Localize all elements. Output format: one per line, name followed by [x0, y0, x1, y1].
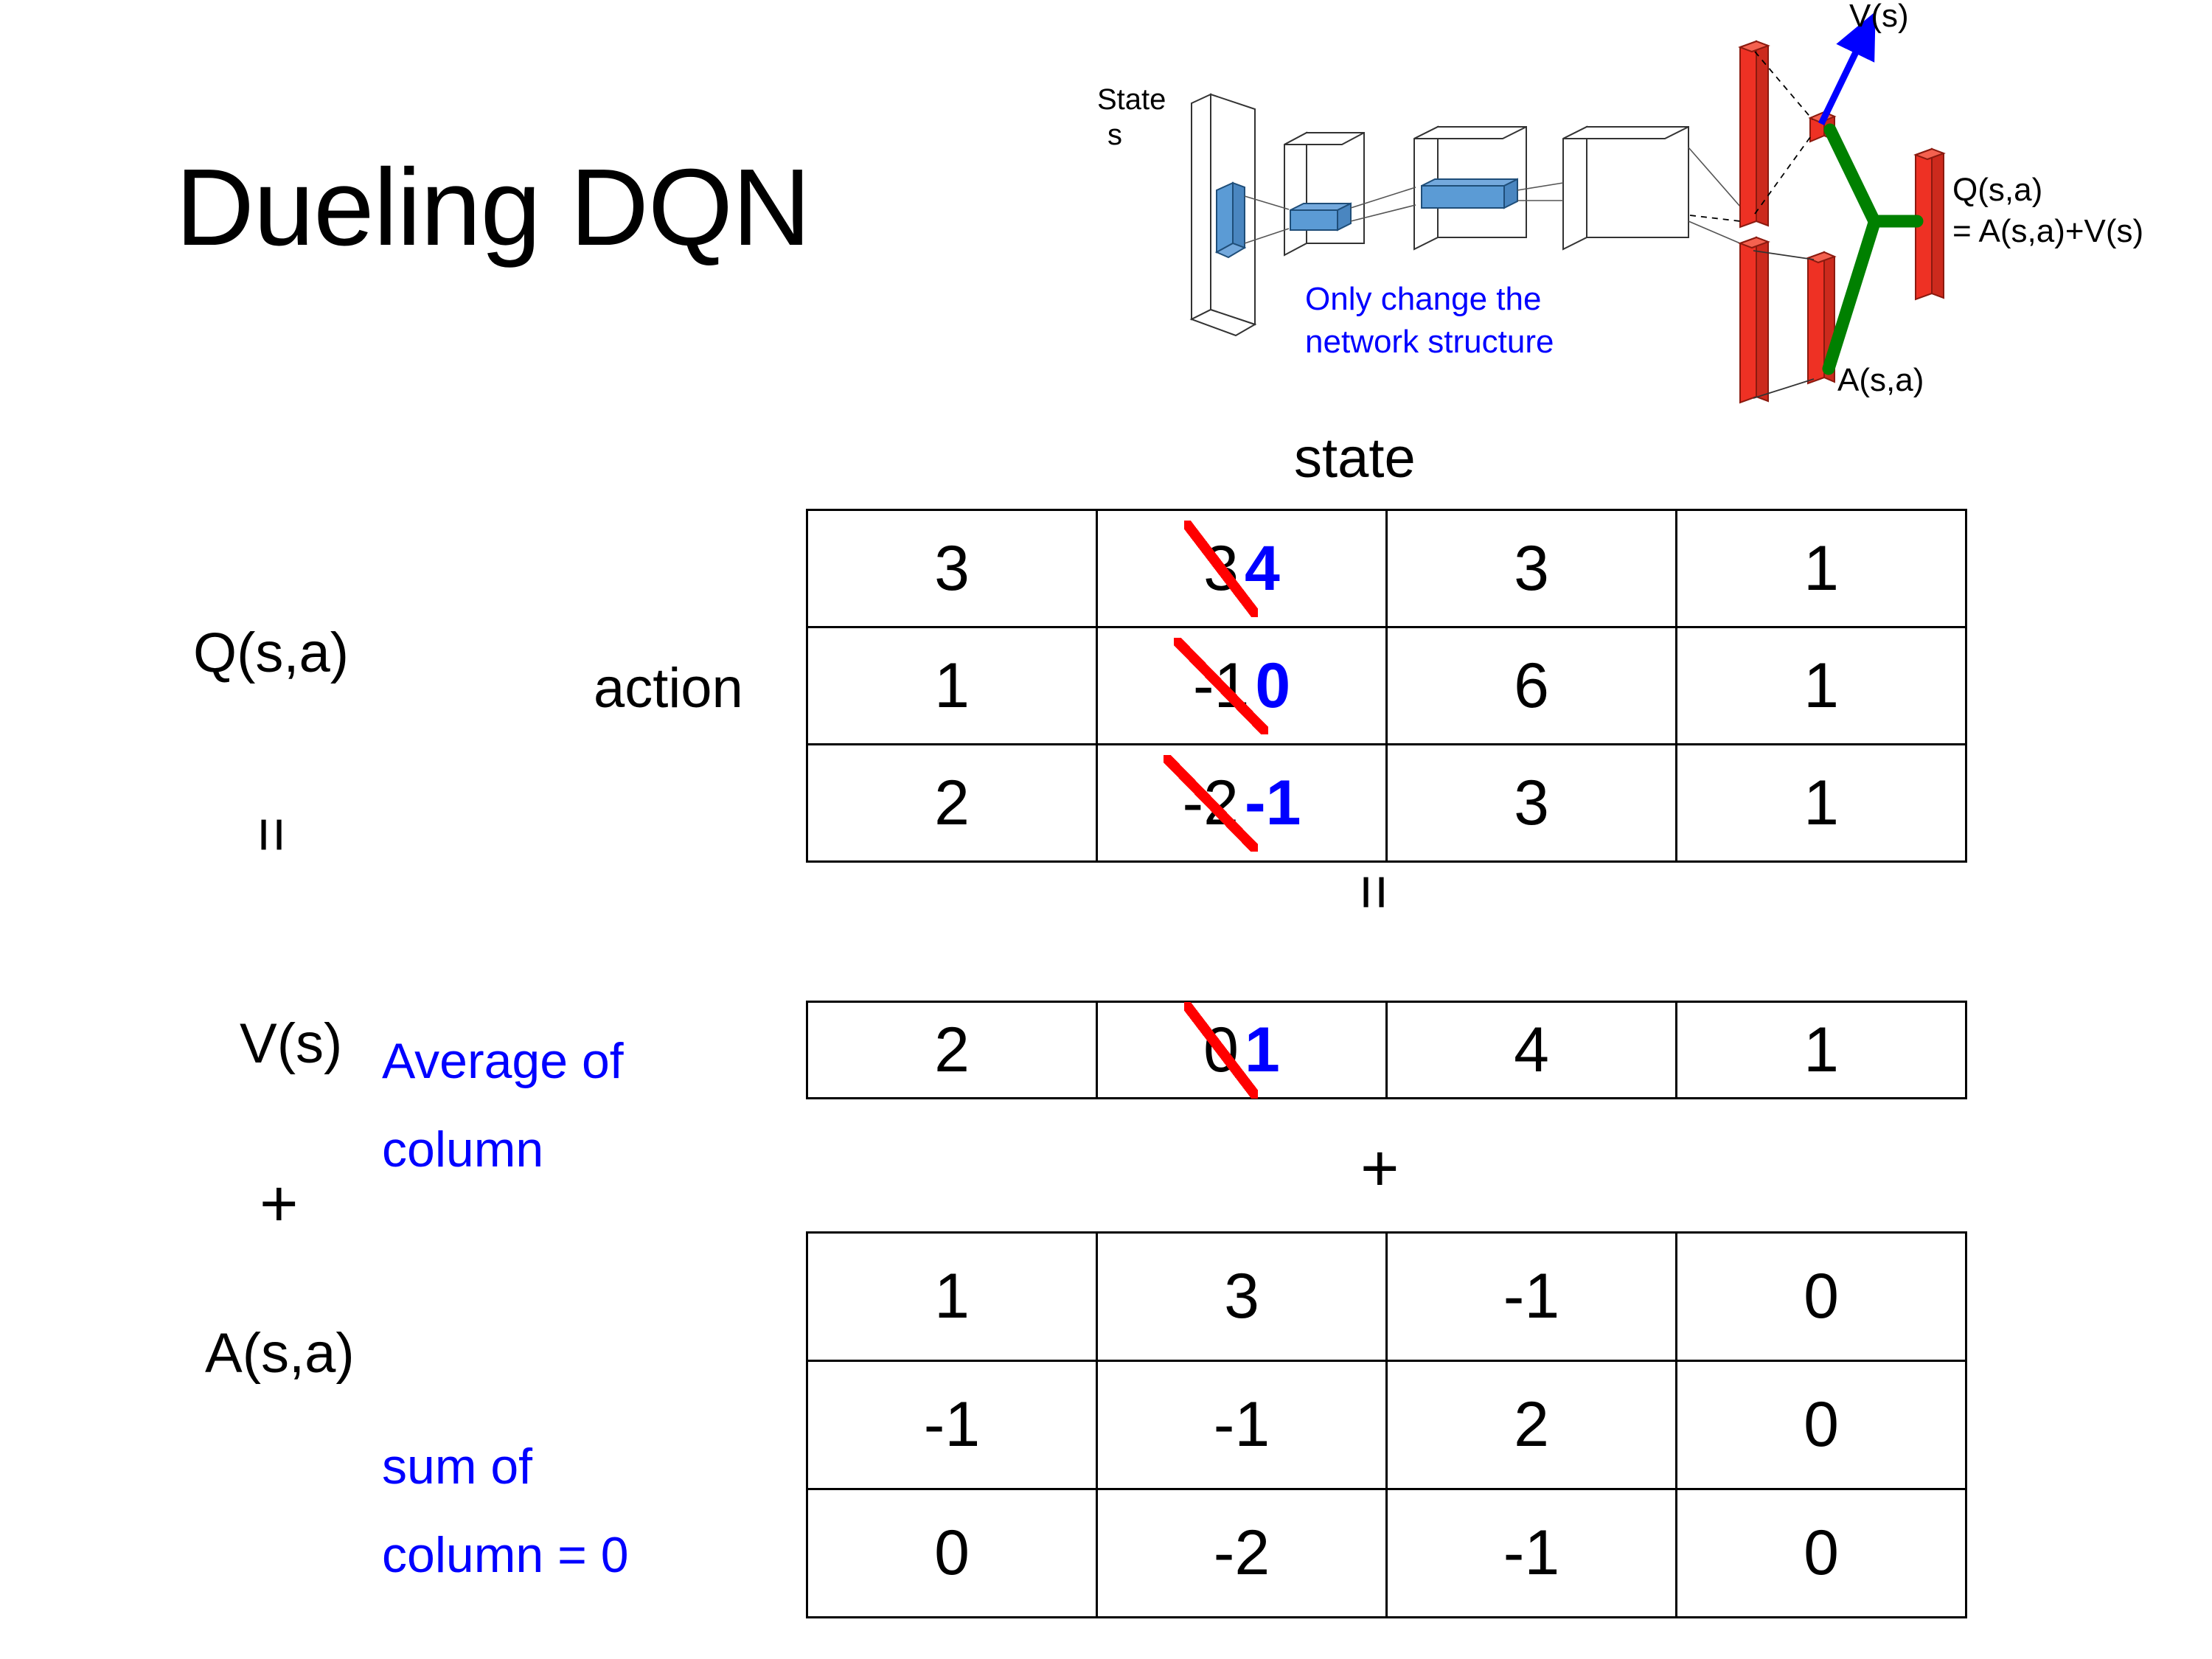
q-row-label: Q(s,a) [193, 622, 349, 684]
table-cell: 3 [1096, 1231, 1388, 1362]
table-cell: 3 [1385, 509, 1677, 628]
diagram-note-line2: network structure [1305, 324, 1554, 360]
state-label-line2: s [1107, 119, 1122, 151]
v-note-line2: column [382, 1121, 544, 1178]
table-cell: 2 [806, 1001, 1098, 1099]
table-cell: 1 [1675, 626, 1967, 745]
plus-sign-mid: + [1360, 1132, 1399, 1206]
table-cell-revised: -2-1 [1096, 743, 1388, 863]
table-cell: 1 [1675, 743, 1967, 863]
table-cell: 0 [806, 1488, 1098, 1618]
table-cell: 3 [806, 509, 1098, 628]
table-cell: 2 [806, 743, 1098, 863]
table-cell: -1 [1385, 1488, 1677, 1618]
equals-sign-left: = [237, 816, 307, 853]
v-row-label: V(s) [240, 1012, 343, 1075]
action-axis-label: action [594, 657, 743, 720]
table-cell: 0 [1675, 1488, 1967, 1618]
table-cell: 1 [1675, 509, 1967, 628]
state-axis-label: state [1294, 427, 1416, 490]
plus-sign-left: + [260, 1167, 299, 1241]
table-cell: 1 [806, 1231, 1098, 1362]
v-output-label: V(s) [1849, 0, 1909, 34]
table-cell: -1 [806, 1360, 1098, 1490]
state-label-line1: State [1097, 83, 1166, 116]
struck-old-value: -2 [1163, 754, 1259, 852]
struck-old-value: -1 [1173, 637, 1269, 734]
table-cell: -1 [1096, 1360, 1388, 1490]
struck-old-value: 3 [1184, 520, 1258, 617]
a-note-line2: column = 0 [382, 1527, 629, 1583]
table-cell: 0 [1675, 1231, 1967, 1362]
a-output-label: A(s,a) [1837, 362, 1924, 398]
a-row-label: A(s,a) [205, 1322, 355, 1385]
q-output-label-line2: = A(s,a)+V(s) [1952, 213, 2143, 249]
table-cell: 0 [1675, 1360, 1967, 1490]
v-note-line1: Average of [382, 1033, 624, 1089]
table-cell: 2 [1385, 1360, 1677, 1490]
diagram-note-line1: Only change the [1305, 281, 1541, 317]
table-cell: 6 [1385, 626, 1677, 745]
struck-old-value: 0 [1184, 1001, 1258, 1099]
table-cell: 1 [1675, 1001, 1967, 1099]
dueling-dqn-network-diagram: State s V(s) A(s,a) Q(s,a) = A(s,a)+V(s)… [1091, 0, 2212, 413]
table-cell: -2 [1096, 1488, 1388, 1618]
table-cell: 4 [1385, 1001, 1677, 1099]
a-note-line1: sum of [382, 1439, 533, 1495]
table-cell: 1 [806, 626, 1098, 745]
table-cell: -1 [1385, 1231, 1677, 1362]
table-cell: 3 [1385, 743, 1677, 863]
page-title: Dueling DQN [175, 147, 811, 268]
equals-sign-mid: = [1340, 874, 1410, 911]
q-output-label-line1: Q(s,a) [1952, 172, 2042, 208]
